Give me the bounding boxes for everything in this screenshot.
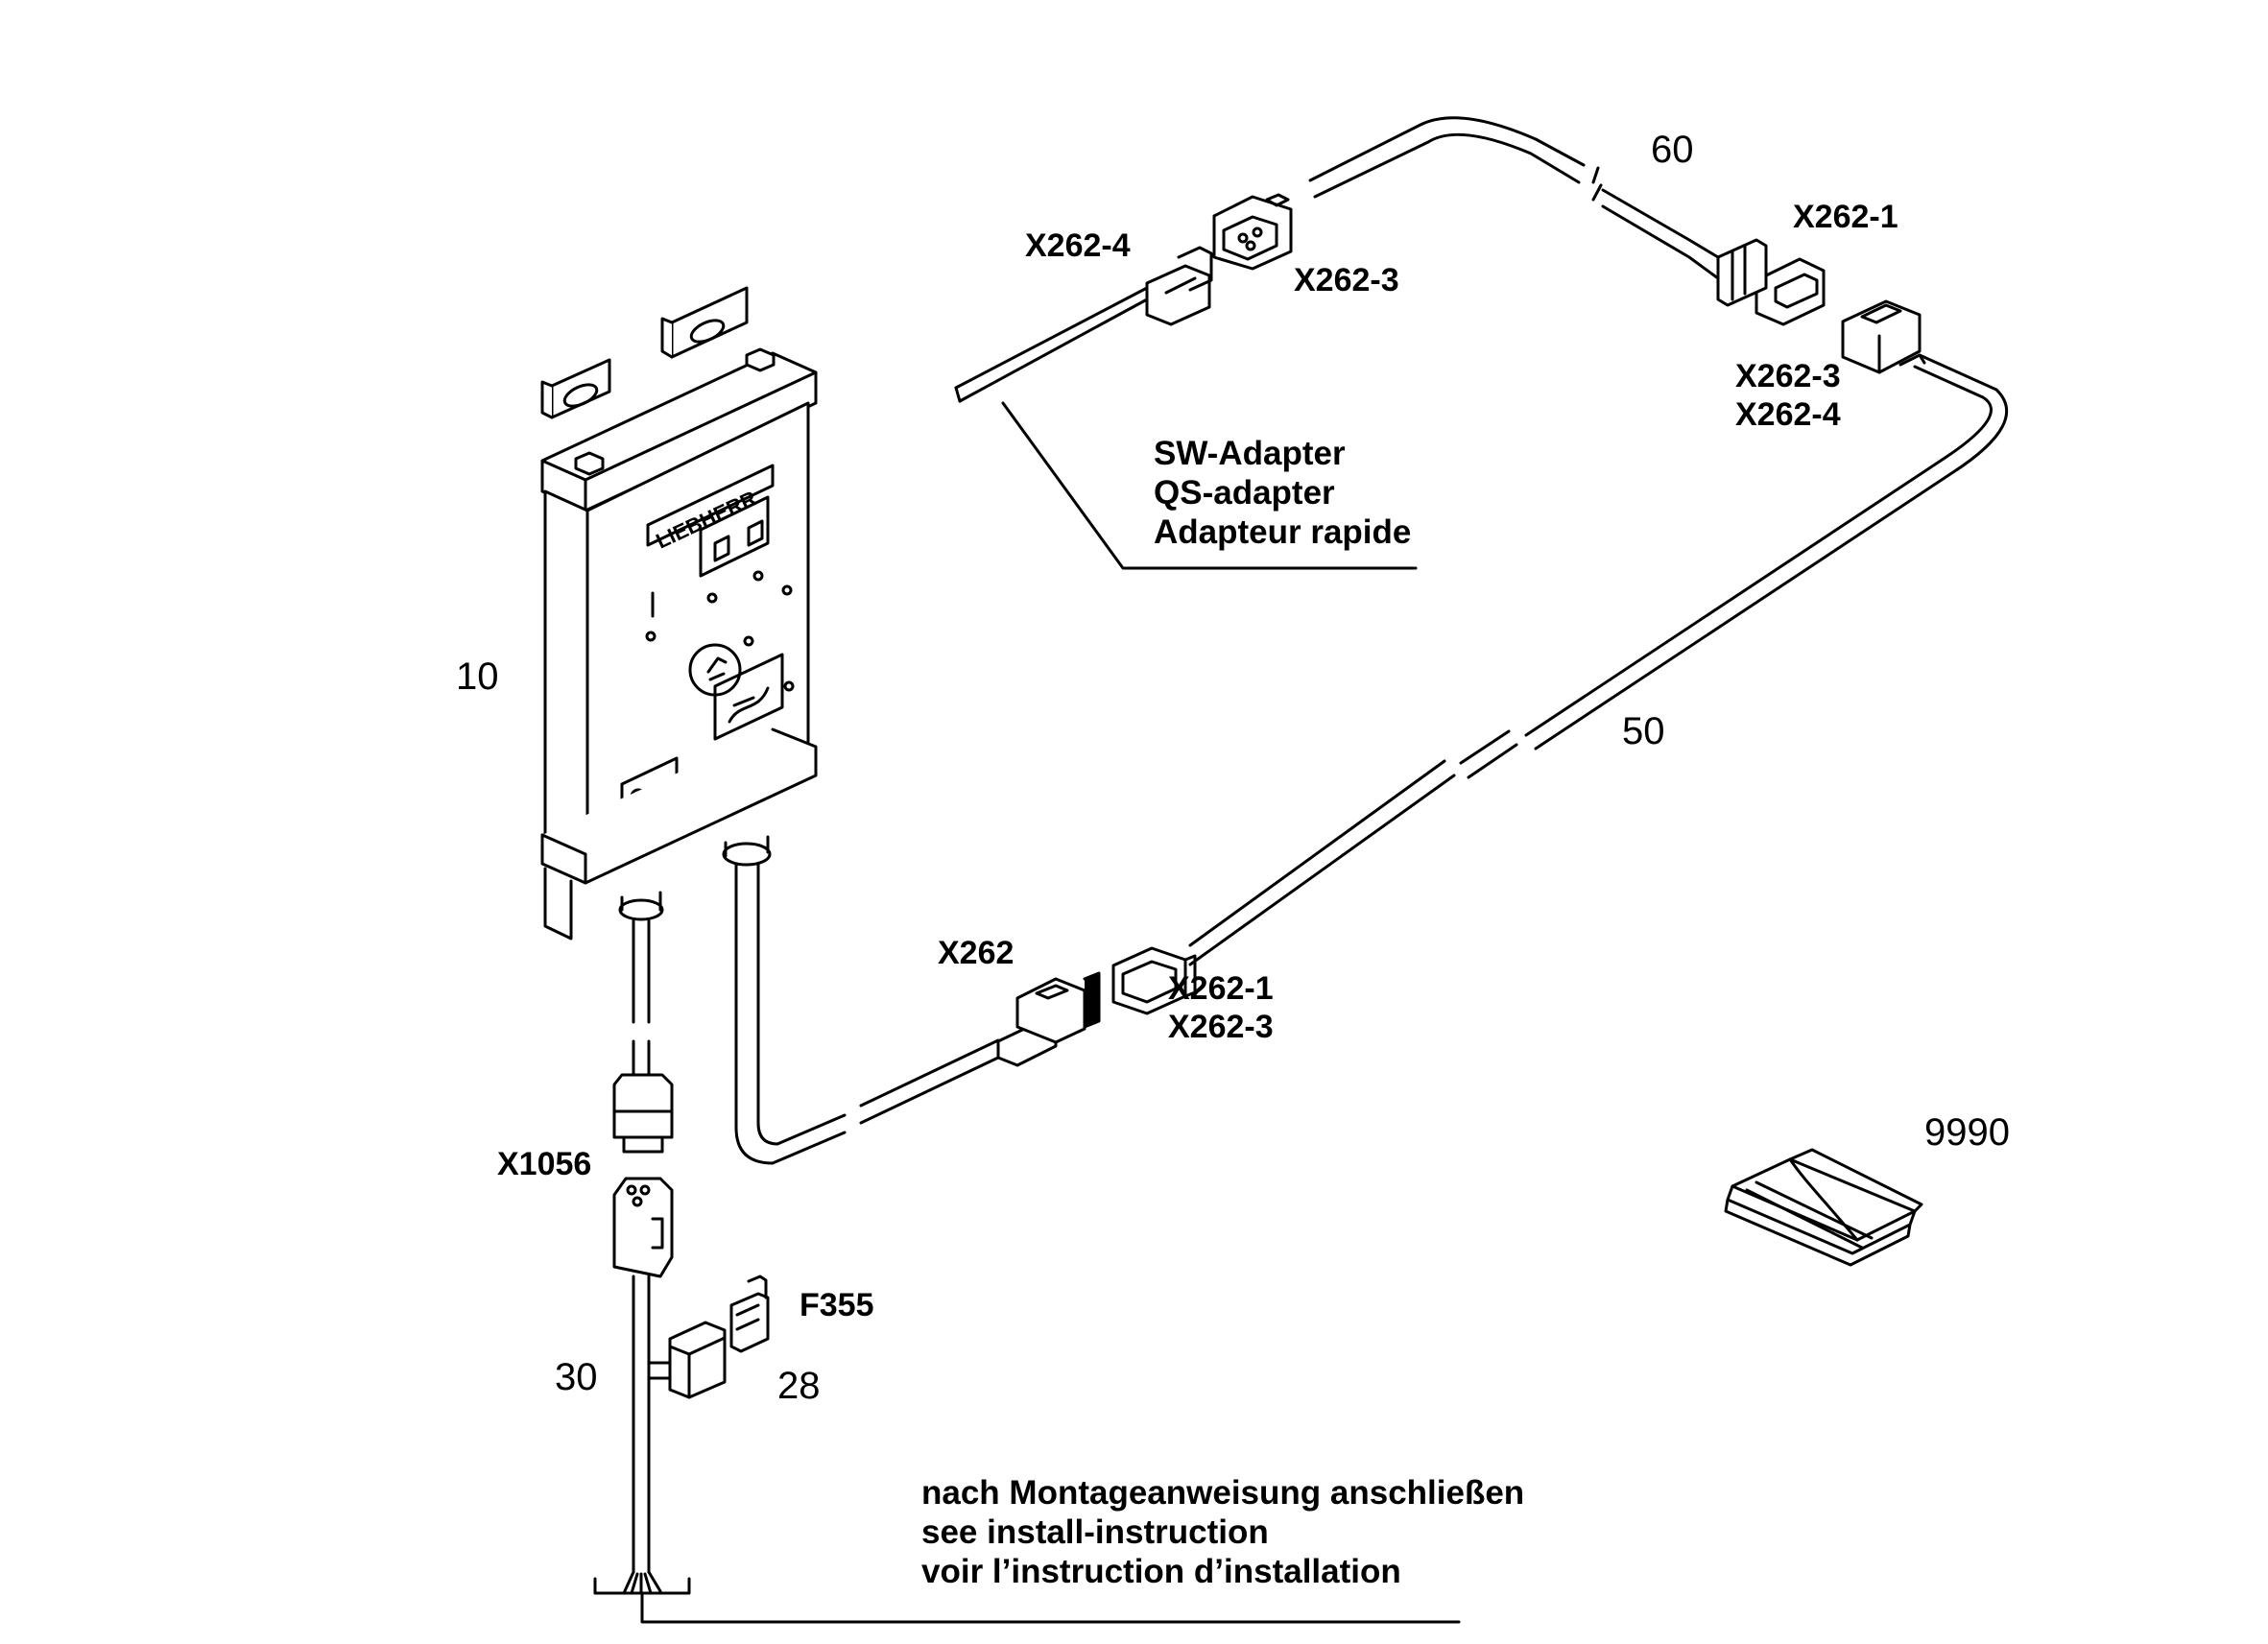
install-note: nach Montageanweisung anschließen see in… — [921, 1473, 1524, 1591]
fuse-holder-28 — [668, 1321, 727, 1399]
connector-x262 — [996, 971, 1101, 1067]
connector-x262-3-mid-label: X262-3 — [1168, 1009, 1274, 1045]
connector-x262-4-right-label: X262-4 — [1735, 396, 1841, 433]
item-9990-label: 9990 — [1924, 1111, 2010, 1154]
install-note-line-2: see install-instruction — [921, 1513, 1269, 1551]
connector-x262-4-top-label: X262-4 — [1025, 227, 1131, 264]
connector-x1056 — [612, 1073, 674, 1278]
connector-x262-3-right — [1841, 299, 1926, 374]
connector-x262-label: X262 — [938, 935, 1015, 971]
connector-x262-3-right-label: X262-3 — [1735, 358, 1841, 394]
install-note-line-3: voir l’instruction d’installation — [921, 1553, 1401, 1590]
connector-x262-3-top-label: X262-3 — [1294, 262, 1399, 298]
adapter-note-line-2: QS-adapter — [1154, 474, 1335, 512]
adapter-note: SW-Adapter QS-adapter Adapteur rapide — [1154, 434, 1411, 552]
item-30-label: 30 — [555, 1356, 598, 1398]
fuse-f355-label: F355 — [800, 1287, 874, 1323]
connector-x1056-label: X1056 — [497, 1146, 592, 1182]
connector-x262-1-top-label: X262-1 — [1793, 199, 1898, 235]
install-note-line-1: nach Montageanweisung anschließen — [921, 1474, 1525, 1512]
connector-x262-4-top — [1145, 246, 1213, 326]
adapter-note-line-3: Adapteur rapide — [1154, 513, 1412, 551]
connector-x262-3-top — [1212, 193, 1293, 271]
connector-x262-1-mid — [1111, 946, 1197, 1015]
item-50-label: 50 — [1622, 710, 1665, 752]
control-box — [540, 286, 818, 941]
item-28-label: 28 — [777, 1365, 821, 1407]
item-10-label: 10 — [456, 655, 499, 698]
adapter-note-line-1: SW-Adapter — [1154, 435, 1346, 472]
item-60-label: 60 — [1651, 129, 1694, 171]
connector-x262-1-top — [1716, 238, 1826, 326]
connector-x262-1-mid-label: X262-1 — [1168, 970, 1274, 1007]
fuse-f355 — [729, 1275, 770, 1353]
manual-book-9990 — [1724, 1148, 1923, 1267]
